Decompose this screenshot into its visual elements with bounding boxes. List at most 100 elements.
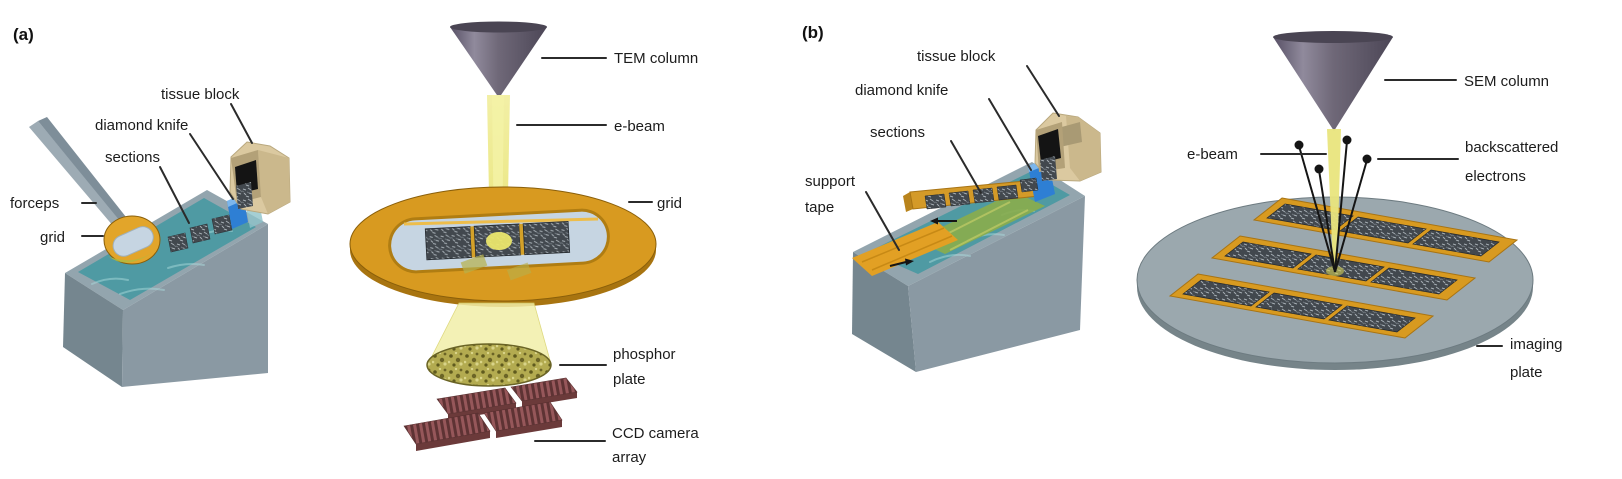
sem-column-top	[1273, 31, 1393, 43]
microtome-b: tissue block diamond knife sections supp…	[805, 48, 1102, 372]
label-diamond-knife-b: diamond knife	[855, 82, 948, 99]
tape-section	[924, 193, 947, 210]
cut-tissue-face	[1040, 156, 1057, 181]
tem-column-cone	[450, 27, 547, 98]
sem-diagram: SEM column e-beam backscattered electron…	[1136, 31, 1563, 381]
resin-block-face	[1038, 129, 1061, 163]
floating-section	[189, 223, 211, 244]
label-sem-column: SEM column	[1464, 73, 1549, 90]
leader-sections-b	[950, 140, 982, 194]
strip-section	[1370, 267, 1458, 295]
strip-section	[1182, 279, 1270, 307]
leader-support-tape	[865, 191, 900, 251]
backscattered-electron-dot	[1294, 140, 1304, 150]
sem-column-cone	[1273, 37, 1393, 131]
tape-section	[996, 184, 1019, 201]
label-tissue-block-a: tissue block	[161, 86, 240, 103]
grid-section	[424, 226, 473, 261]
boat-left-face	[63, 273, 123, 387]
strip-section	[1224, 241, 1312, 269]
label-imaging-plate-2: plate	[1510, 364, 1543, 381]
cut-tissue-face	[236, 182, 253, 209]
tissue-block-a	[229, 141, 291, 215]
specimen-grid-ring	[103, 215, 161, 265]
tissue-block-shade	[1058, 122, 1082, 147]
strip-section	[1412, 229, 1500, 257]
backscattered-electron-line	[1334, 140, 1348, 273]
label-e-beam-a: e-beam	[614, 118, 665, 135]
boat-left-face	[852, 252, 916, 372]
motion-arrow-right	[889, 258, 914, 267]
floating-section	[211, 214, 233, 235]
forceps-prong	[29, 121, 121, 227]
label-phosphor-plate-2: plate	[613, 371, 646, 388]
leader-tissue-block-b	[1026, 65, 1060, 117]
ccd-tile-side	[522, 392, 577, 407]
floating-section	[167, 232, 189, 253]
tape-strip-front	[1168, 273, 1435, 339]
phosphor-plate	[426, 343, 552, 387]
motion-arrow-left	[930, 217, 957, 225]
boat-right-face	[908, 196, 1085, 372]
ccd-tile-side	[496, 420, 562, 438]
slot-gold-highlight	[403, 217, 599, 226]
ccd-camera-array	[403, 377, 578, 451]
label-e-beam-b: e-beam	[1187, 146, 1238, 163]
tem-grid-disc	[349, 186, 657, 307]
water-ripple	[167, 263, 205, 269]
sem-e-beam	[1327, 129, 1341, 268]
label-backscattered-1: backscattered	[1465, 139, 1558, 156]
label-grid: grid	[657, 195, 682, 212]
leader-diamond-knife-a	[189, 133, 234, 200]
backscattered-electron-dot	[1314, 164, 1324, 174]
strip-section	[1328, 305, 1416, 333]
ccd-tile-side	[416, 431, 490, 451]
backscattered-electron-line	[1334, 159, 1368, 273]
label-diamond-knife-a: diamond knife	[95, 117, 188, 134]
leader-sections-a	[159, 166, 190, 224]
label-forceps: forceps	[10, 195, 59, 212]
tape-section	[972, 187, 995, 204]
panel-b-tag: (b)	[802, 23, 824, 42]
label-sections-b: sections	[870, 124, 925, 141]
fresh-section	[1019, 177, 1039, 193]
backscattered-electrons	[1294, 135, 1372, 273]
backscattered-electron-dot	[1362, 154, 1372, 164]
ccd-tile	[403, 412, 491, 445]
tissue-block-b	[1034, 112, 1102, 182]
leader-diamond-knife-b	[988, 98, 1032, 171]
label-backscattered-2: electrons	[1465, 168, 1526, 185]
strip-section	[1339, 216, 1427, 244]
backscattered-electron-line	[1298, 145, 1336, 273]
beam-reflection	[506, 262, 532, 281]
backscattered-electron-line	[1318, 169, 1336, 273]
beam-reflection	[460, 254, 488, 274]
ccd-tile	[483, 401, 563, 432]
microtome-a: tissue block diamond knife sections forc…	[10, 86, 291, 387]
panel-a: (a)	[10, 21, 699, 466]
sections-tape	[903, 179, 1040, 212]
water-ripple	[119, 287, 165, 295]
label-grid-small: grid	[40, 229, 65, 246]
label-tissue-block-b: tissue block	[917, 48, 996, 65]
label-ccd-1: CCD camera	[612, 425, 699, 442]
ccd-tile	[436, 387, 517, 415]
water-surface	[78, 198, 256, 300]
tem-diagram: TEM column e-beam grid phosphor plate CC…	[349, 21, 699, 466]
label-sections-a: sections	[105, 149, 160, 166]
ccd-tile	[510, 377, 578, 402]
label-phosphor-plate-1: phosphor	[613, 346, 676, 363]
label-imaging-plate-1: imaging	[1510, 336, 1563, 353]
tape-section	[948, 190, 971, 207]
label-support-tape-2: tape	[805, 199, 834, 216]
forceps	[29, 117, 126, 227]
tape-orange-stripes	[861, 227, 953, 271]
water-ripple	[91, 277, 129, 285]
tem-column-top	[450, 21, 547, 33]
label-ccd-2: array	[612, 449, 647, 466]
forceps-prong	[38, 117, 126, 221]
beam-glow	[486, 232, 512, 250]
grid-section	[522, 220, 571, 256]
